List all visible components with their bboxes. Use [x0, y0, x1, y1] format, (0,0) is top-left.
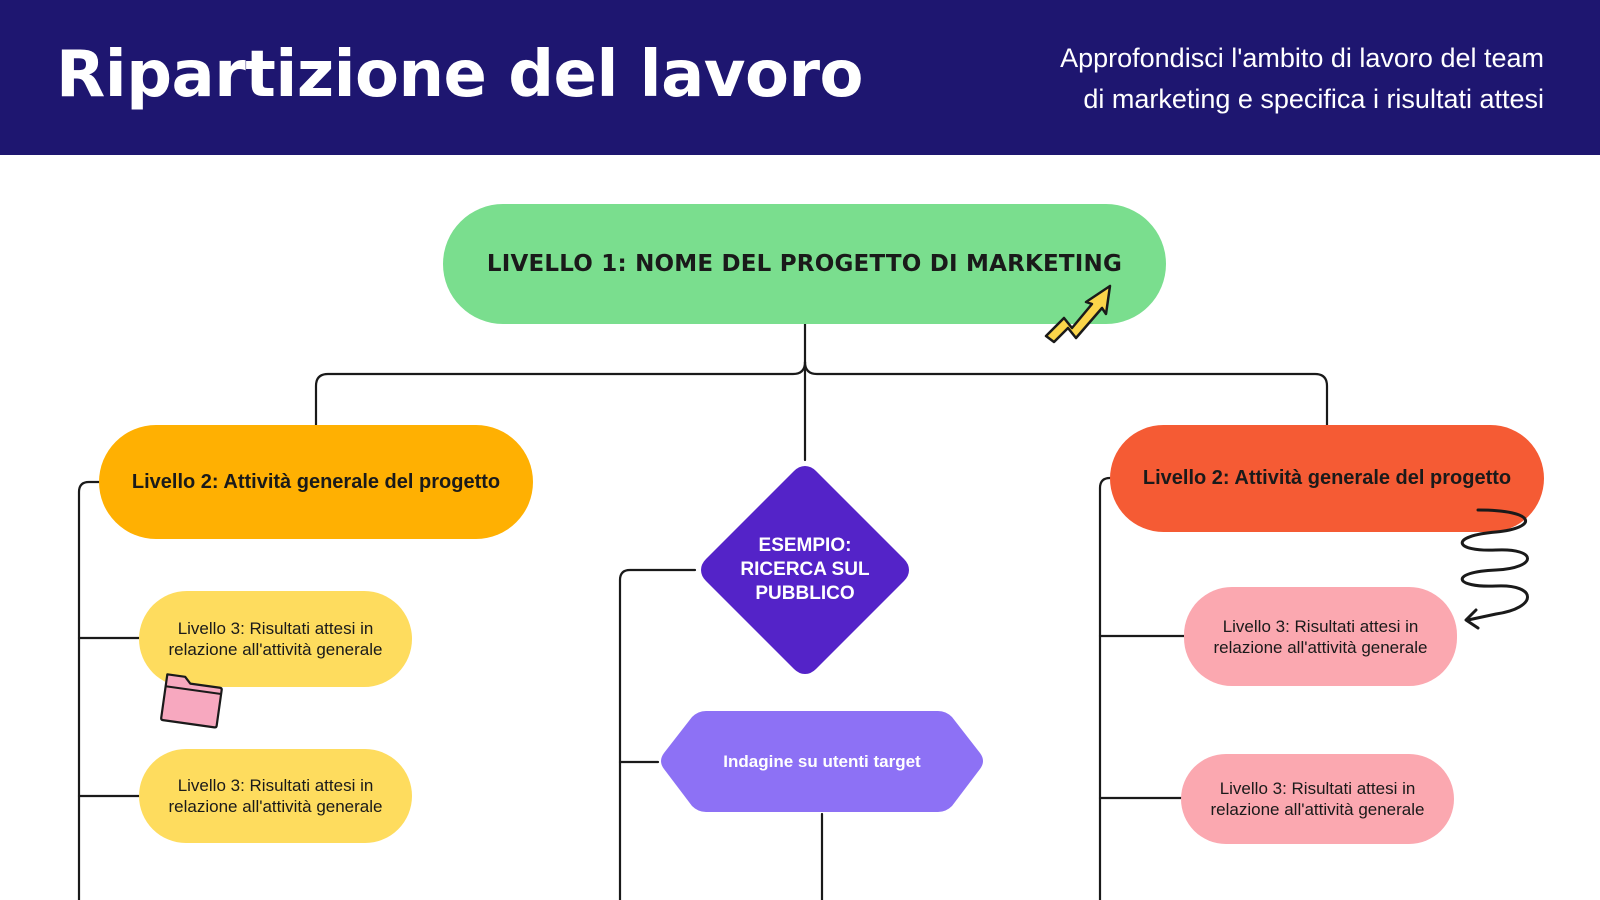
- connector-center-branch: [618, 568, 697, 900]
- level2-activity-node-right: Livello 2: Attività generale del progett…: [1110, 425, 1544, 532]
- example-label: ESEMPIO: RICERCA SUL PUBBLICO: [695, 460, 915, 680]
- level3-label-line: relazione all'attività generale: [1210, 800, 1425, 819]
- task-label: Indagine su utenti target: [723, 751, 921, 771]
- diamond-shape: [701, 466, 909, 674]
- level3-label-line: Livello 3: Risultati attesi in: [177, 619, 374, 638]
- level3-label-line: Livello 3: Risultati attesi in: [1222, 616, 1419, 636]
- subtitle-line: di marketing e specifica i risultati att…: [1083, 84, 1544, 114]
- level2-label: Livello 2: Attività generale del progett…: [1142, 467, 1512, 489]
- zigzag-arrow-icon: [1044, 284, 1112, 344]
- example-label-line: PUBBLICO: [755, 583, 855, 604]
- page-subtitle: Approfondisci l'ambito di lavoro del tea…: [944, 38, 1544, 120]
- task-hexagon-node: Indagine su utenti target: [658, 709, 986, 814]
- level3-result-node: Livello 3: Risultati attesi in relazione…: [139, 749, 412, 843]
- level3-label-line: Livello 3: Risultati attesi in: [1219, 779, 1416, 798]
- level3-label-line: relazione all'attività generale: [168, 797, 383, 816]
- level3-label-line: relazione all'attività generale: [1213, 637, 1428, 657]
- hexagon-shape: [661, 711, 983, 812]
- level3-result-node: Livello 3: Risultati attesi in relazione…: [1184, 587, 1457, 686]
- level3-label-line: relazione all'attività generale: [168, 640, 383, 659]
- level3-result-node: Livello 3: Risultati attesi in relazione…: [139, 591, 412, 687]
- example-label-line: ESEMPIO:: [758, 535, 852, 556]
- level2-label: Livello 2: Attività generale del progett…: [131, 470, 501, 493]
- level3-label-line: Livello 3: Risultati attesi in: [177, 776, 374, 795]
- level1-label: LIVELLO 1: NOME DEL PROGETTO DI MARKETIN…: [486, 251, 1123, 277]
- connector-trunk: [314, 322, 807, 427]
- example-diamond-node: ESEMPIO: RICERCA SUL PUBBLICO: [695, 460, 915, 680]
- example-label-line: RICERCA SUL: [740, 559, 870, 580]
- connector-trunk-right: [803, 360, 1329, 427]
- level3-result-node: Livello 3: Risultati attesi in relazione…: [1181, 754, 1454, 844]
- level2-activity-node-left: Livello 2: Attività generale del progett…: [99, 425, 533, 539]
- folder-icon: [160, 673, 223, 729]
- connector-left-branch: [77, 480, 101, 900]
- header-bar: Ripartizione del lavoro Approfondisci l'…: [0, 0, 1600, 155]
- connector-right-branch: [1098, 476, 1112, 900]
- page-title: Ripartizione del lavoro: [56, 38, 864, 112]
- level1-project-node: LIVELLO 1: NOME DEL PROGETTO DI MARKETIN…: [443, 204, 1166, 324]
- spiral-arrow-icon: [1460, 508, 1529, 630]
- subtitle-line: Approfondisci l'ambito di lavoro del tea…: [1060, 43, 1544, 73]
